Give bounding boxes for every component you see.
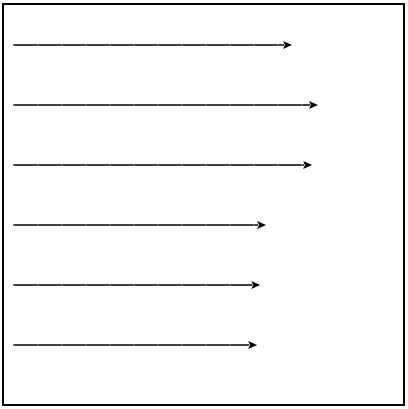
arrow-head: [283, 41, 292, 49]
arrow-head: [251, 281, 261, 289]
arrow-4: [13, 221, 267, 229]
arrow-6: [13, 341, 258, 349]
arrow-head: [308, 101, 318, 109]
arrow-1: [13, 41, 292, 49]
arrow-head: [303, 161, 313, 169]
arrow-2: [13, 101, 318, 109]
arrow-3: [13, 161, 313, 169]
arrow-5: [13, 281, 261, 289]
diagram-frame: [2, 3, 405, 406]
arrows-group: [13, 41, 318, 349]
arrow-head: [257, 221, 267, 229]
arrow-head: [248, 341, 258, 349]
